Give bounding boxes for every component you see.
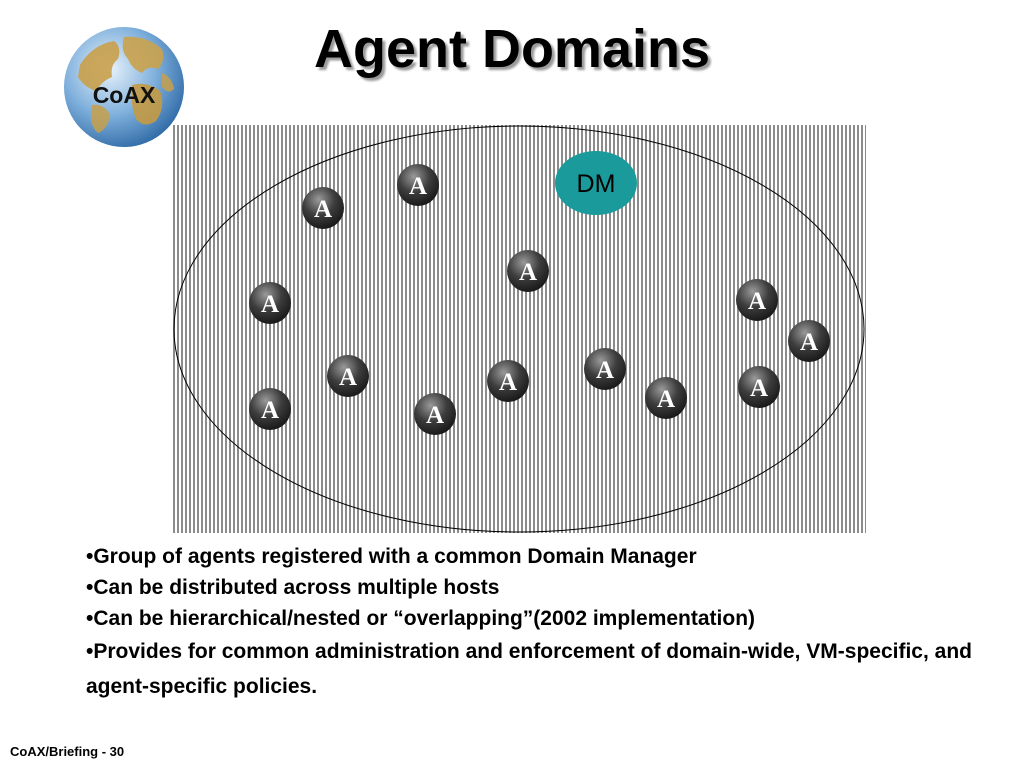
slide-footer: CoAX/Briefing - 30 bbox=[10, 744, 125, 759]
agent-domain-diagram: DM A A A A A A A A A A A A A bbox=[173, 125, 866, 533]
bullet-item: •Can be hierarchical/nested or “overlapp… bbox=[86, 607, 756, 630]
agent-node: A bbox=[249, 388, 291, 430]
bullet-item: •Provides for common administration and … bbox=[86, 640, 972, 698]
bullet-item: •Can be distributed across multiple host… bbox=[86, 576, 500, 599]
agent-node: A bbox=[584, 348, 626, 390]
agent-label: A bbox=[748, 288, 766, 315]
bullet-list: •Group of agents registered with a commo… bbox=[86, 541, 1006, 704]
agent-node: A bbox=[788, 320, 830, 362]
agent-node: A bbox=[487, 360, 529, 402]
domain-manager: DM bbox=[555, 151, 637, 215]
slide-title: Agent Domains bbox=[313, 19, 711, 79]
logo-text: CoAX bbox=[93, 82, 156, 108]
agent-node: A bbox=[645, 377, 687, 419]
striped-background bbox=[173, 125, 866, 533]
agent-node: A bbox=[397, 164, 439, 206]
agent-label: A bbox=[499, 369, 517, 396]
agent-node: A bbox=[507, 250, 549, 292]
agent-label: A bbox=[800, 329, 818, 356]
agent-label: A bbox=[596, 357, 614, 384]
agent-node: A bbox=[414, 393, 456, 435]
agent-node: A bbox=[249, 282, 291, 324]
agent-label: A bbox=[261, 397, 279, 424]
agent-node: A bbox=[736, 279, 778, 321]
domain-boundary bbox=[173, 125, 865, 533]
agent-node: A bbox=[327, 355, 369, 397]
agent-node: A bbox=[302, 187, 344, 229]
domain-manager-label: DM bbox=[577, 170, 616, 198]
agent-label: A bbox=[519, 259, 537, 286]
agent-label: A bbox=[657, 386, 675, 413]
agent-label: A bbox=[750, 375, 768, 402]
agent-label: A bbox=[339, 364, 357, 391]
agent-label: A bbox=[261, 291, 279, 318]
agent-label: A bbox=[409, 173, 427, 200]
coax-logo: CoAX bbox=[64, 27, 184, 147]
agent-label: A bbox=[426, 402, 444, 429]
agent-nodes: A A A A A A A A A A A A A bbox=[249, 164, 830, 435]
agent-node: A bbox=[738, 366, 780, 408]
bullet-item: •Group of agents registered with a commo… bbox=[86, 545, 697, 568]
agent-label: A bbox=[314, 196, 332, 223]
globe-icon bbox=[64, 27, 184, 147]
